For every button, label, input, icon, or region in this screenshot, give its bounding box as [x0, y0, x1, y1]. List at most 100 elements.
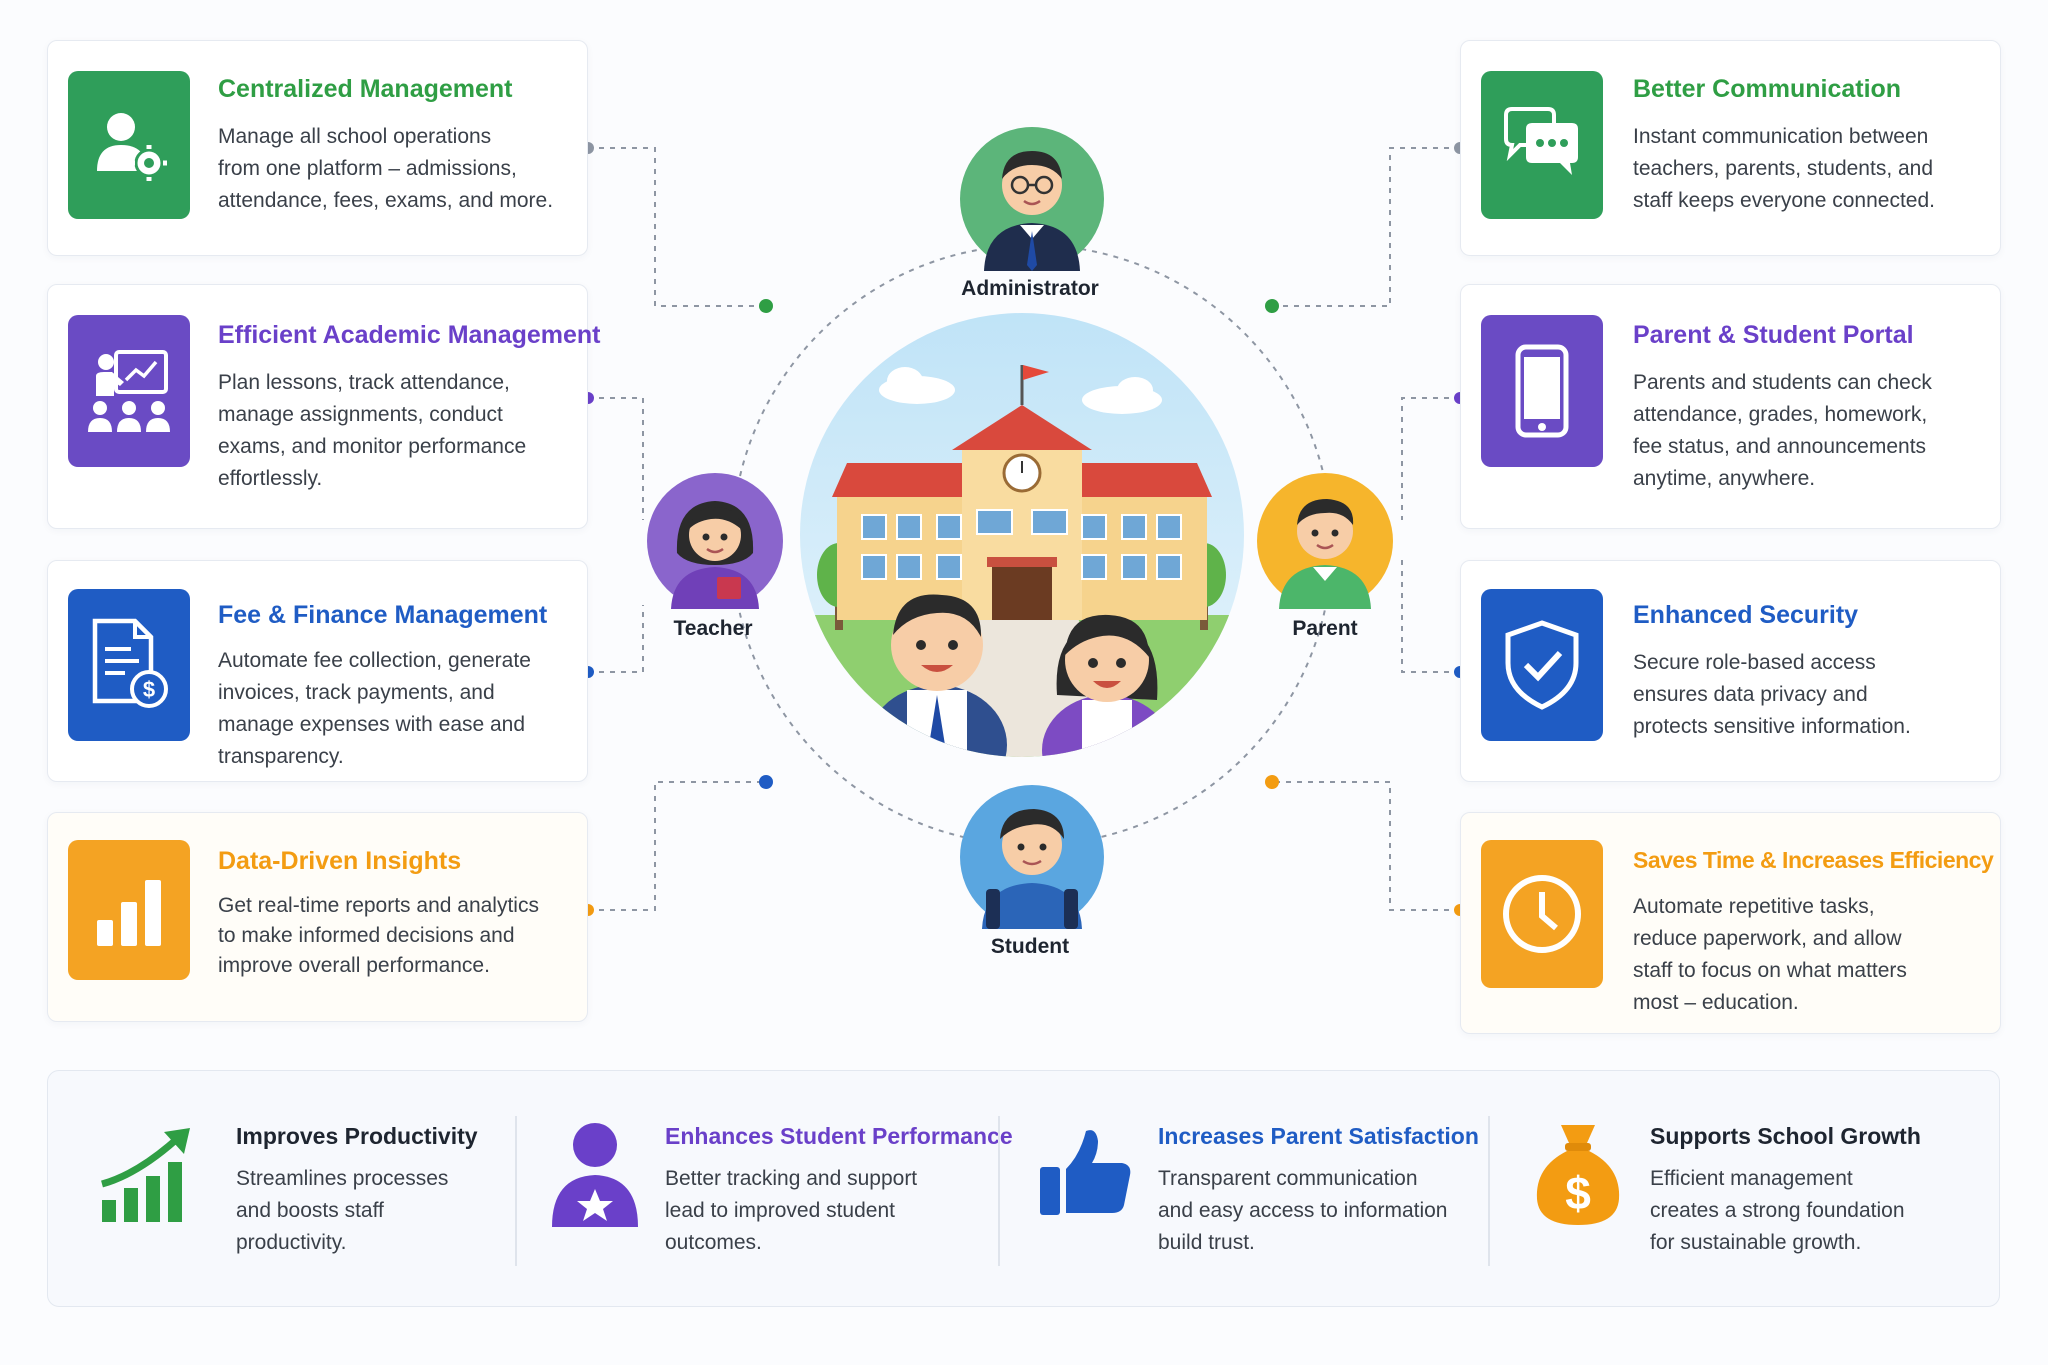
- desc-line: Secure role-based access: [1633, 651, 1876, 674]
- desc-line: Efficient management: [1650, 1167, 1853, 1190]
- card-fee-finance-management: $ Fee & Finance Management Automate fee …: [47, 560, 588, 782]
- card-title: Efficient Academic Management: [218, 321, 601, 349]
- user-gear-icon: [97, 113, 167, 181]
- growth-chart-icon: [101, 1128, 190, 1222]
- card-description: Parents and students can check attendanc…: [1633, 367, 1932, 495]
- connector-dot: [1265, 299, 1279, 313]
- card-title: Saves Time & Increases Efficiency: [1633, 847, 1994, 873]
- desc-line: invoices, track payments, and: [218, 681, 495, 704]
- shield-check-icon: [1505, 620, 1579, 710]
- benefits-panel: Improves Productivity Streamlines proces…: [47, 1070, 2000, 1307]
- card-description: Plan lessons, track attendance, manage a…: [218, 367, 526, 495]
- divider: [998, 1116, 1000, 1266]
- role-student-label: Student: [990, 935, 1070, 958]
- connector-dot: [759, 775, 773, 789]
- desc-line: Plan lessons, track attendance,: [218, 371, 510, 394]
- school-illustration: [800, 313, 1244, 757]
- connector-academic: [588, 397, 644, 520]
- connector-centralized: [588, 147, 766, 307]
- card-description: Manage all school operations from one pl…: [218, 121, 553, 217]
- connector-insights: [588, 781, 766, 911]
- desc-line: creates a strong foundation: [1650, 1199, 1905, 1222]
- divider: [515, 1116, 517, 1266]
- desc-line: Better tracking and support: [665, 1167, 918, 1190]
- card-description: Automate fee collection, generate invoic…: [218, 645, 531, 773]
- card-academic-management: Efficient Academic Management Plan lesso…: [47, 284, 601, 529]
- benefit-school-growth: $ Supports School Growth Efficient manag…: [1498, 1071, 1993, 1308]
- card-saves-time: Saves Time & Increases Efficiency Automa…: [1460, 812, 2001, 1034]
- card-title: Data-Driven Insights: [218, 847, 462, 875]
- desc-line: and easy access to information: [1158, 1199, 1448, 1222]
- benefit-title: Improves Productivity: [236, 1123, 478, 1149]
- card-better-communication: Better Communication Instant communicati…: [1460, 40, 2001, 256]
- desc-line: Get real-time reports and analytics: [218, 894, 539, 917]
- desc-line: teachers, parents, students, and: [1633, 157, 1934, 180]
- desc-line: productivity.: [236, 1231, 347, 1254]
- desc-line: transparency.: [218, 745, 344, 768]
- parent-avatar: [1257, 473, 1393, 609]
- desc-line: manage assignments, conduct: [218, 403, 503, 426]
- card-description: Secure role-based access ensures data pr…: [1633, 647, 1911, 743]
- desc-line: attendance, fees, exams, and more.: [218, 189, 554, 212]
- card-data-driven-insights: Data-Driven Insights Get real-time repor…: [47, 812, 588, 1022]
- connector-security: [1401, 555, 1460, 673]
- benefit-student-performance: Enhances Student Performance Better trac…: [518, 1071, 1013, 1308]
- card-description: Get real-time reports and analytics to m…: [218, 891, 539, 981]
- desc-line: to make informed decisions and: [218, 924, 515, 947]
- connector-communication: [1272, 147, 1460, 307]
- card-parent-student-portal: Parent & Student Portal Parents and stud…: [1460, 284, 2001, 529]
- benefit-title: Supports School Growth: [1650, 1123, 1921, 1149]
- card-title: Centralized Management: [218, 75, 513, 103]
- thumbs-up-icon: [1040, 1130, 1131, 1215]
- teacher-avatar: [647, 473, 783, 609]
- benefit-title: Enhances Student Performance: [665, 1123, 1013, 1149]
- clock-icon: [1503, 875, 1581, 953]
- benefit-description: Transparent communication and easy acces…: [1158, 1163, 1448, 1259]
- desc-line: from one platform – admissions,: [218, 157, 517, 180]
- divider: [1488, 1116, 1490, 1266]
- desc-line: Streamlines processes: [236, 1167, 449, 1190]
- card-title: Parent & Student Portal: [1633, 321, 1914, 349]
- desc-line: effortlessly.: [218, 467, 323, 490]
- benefit-parent-satisfaction: Increases Parent Satisfaction Transparen…: [1008, 1071, 1503, 1308]
- connector-efficiency: [1272, 781, 1460, 911]
- benefit-description: Better tracking and support lead to impr…: [665, 1163, 917, 1259]
- benefit-description: Streamlines processes and boosts staff p…: [236, 1163, 448, 1259]
- connector-dot: [759, 299, 773, 313]
- desc-line: outcomes.: [665, 1231, 762, 1254]
- card-title: Better Communication: [1633, 75, 1902, 103]
- connector-fee: [588, 605, 644, 673]
- bar-chart-icon: [97, 880, 161, 946]
- desc-line: most – education.: [1633, 991, 1799, 1014]
- student-star-icon: [552, 1123, 638, 1227]
- benefit-description: Efficient management creates a strong fo…: [1650, 1163, 1905, 1259]
- desc-line: Manage all school operations: [218, 125, 492, 148]
- desc-line: Transparent communication: [1158, 1167, 1418, 1190]
- desc-line: Automate fee collection, generate: [218, 649, 531, 672]
- desc-line: staff to focus on what matters: [1633, 959, 1907, 982]
- money-bag-icon: $: [1536, 1125, 1620, 1225]
- desc-line: Automate repetitive tasks,: [1633, 895, 1875, 918]
- role-parent-label: Parent: [1292, 617, 1358, 640]
- desc-line: manage expenses with ease and: [218, 713, 526, 736]
- role-teacher-label: Teacher: [673, 617, 753, 640]
- benefit-title: Increases Parent Satisfaction: [1158, 1123, 1479, 1149]
- role-administrator-label: Administrator: [961, 277, 1099, 300]
- chat-bubbles-icon: [1504, 107, 1578, 175]
- connector-dot: [1265, 775, 1279, 789]
- desc-line: for sustainable growth.: [1650, 1231, 1862, 1254]
- desc-line: reduce paperwork, and allow: [1633, 927, 1902, 950]
- benefit-productivity: Improves Productivity Streamlines proces…: [48, 1071, 513, 1308]
- desc-line: build trust.: [1158, 1231, 1255, 1254]
- desc-line: Instant communication between: [1633, 125, 1929, 148]
- card-enhanced-security: Enhanced Security Secure role-based acce…: [1460, 560, 2001, 782]
- card-description: Automate repetitive tasks, reduce paperw…: [1633, 891, 1907, 1019]
- svg-text:$: $: [1565, 1167, 1591, 1219]
- card-title: Enhanced Security: [1633, 601, 1859, 629]
- mobile-phone-icon: [1515, 344, 1569, 438]
- desc-line: protects sensitive information.: [1633, 715, 1911, 738]
- administrator-avatar: [960, 127, 1104, 271]
- desc-line: lead to improved student: [665, 1199, 895, 1222]
- desc-line: and boosts staff: [236, 1199, 384, 1222]
- desc-line: ensures data privacy and: [1633, 683, 1868, 706]
